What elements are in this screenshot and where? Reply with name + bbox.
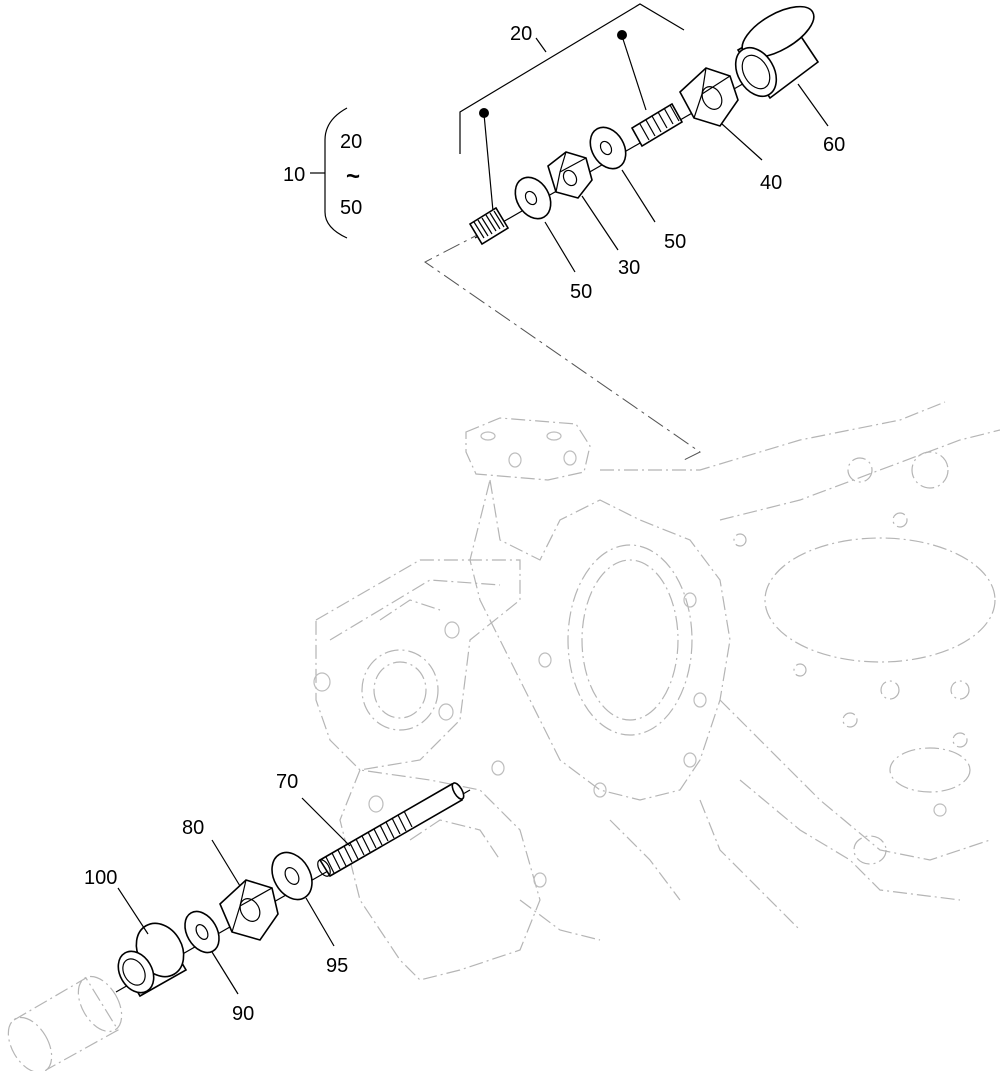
part-60-cap bbox=[734, 5, 820, 100]
callout-50-lower-label: 50 bbox=[570, 281, 592, 303]
assembly-phantom-line bbox=[424, 229, 701, 461]
bracket-range-tilde: ~ bbox=[346, 163, 360, 190]
phantom-sleeve bbox=[7, 975, 123, 1071]
callout-60-label: 60 bbox=[823, 134, 845, 156]
callout-80-label: 80 bbox=[182, 817, 204, 839]
callout-30-label: 30 bbox=[618, 257, 640, 279]
callout-100-label: 100 bbox=[84, 867, 117, 889]
engine-housing-outline bbox=[313, 401, 1000, 981]
part-80-hex-nut bbox=[219, 879, 279, 941]
part-20-stud-lower bbox=[468, 206, 510, 246]
callout-70-label: 70 bbox=[276, 771, 298, 793]
part-50-washer-upper bbox=[589, 126, 627, 170]
bracket-range-end: 50 bbox=[340, 197, 362, 219]
part-90-washer bbox=[184, 910, 220, 954]
callout-40-label: 40 bbox=[760, 172, 782, 194]
callout-10-bracket bbox=[310, 107, 348, 239]
callout-95-label: 95 bbox=[326, 955, 348, 977]
bracket-range-start: 20 bbox=[340, 131, 362, 153]
callout-10-label: 10 bbox=[283, 164, 305, 186]
callout-20-group-bracket bbox=[459, 3, 685, 223]
callout-20-label: 20 bbox=[510, 23, 532, 45]
part-30-hex-nut bbox=[547, 151, 593, 199]
part-100-plug bbox=[117, 922, 188, 998]
part-95-washer bbox=[271, 851, 313, 901]
part-70-threaded-rod bbox=[317, 782, 465, 878]
callout-50-upper-label: 50 bbox=[664, 231, 686, 253]
part-40-cap-nut bbox=[679, 67, 739, 127]
part-20-stud-upper bbox=[630, 102, 684, 148]
callout-90-label: 90 bbox=[232, 1003, 254, 1025]
part-50-washer-lower bbox=[514, 176, 552, 220]
